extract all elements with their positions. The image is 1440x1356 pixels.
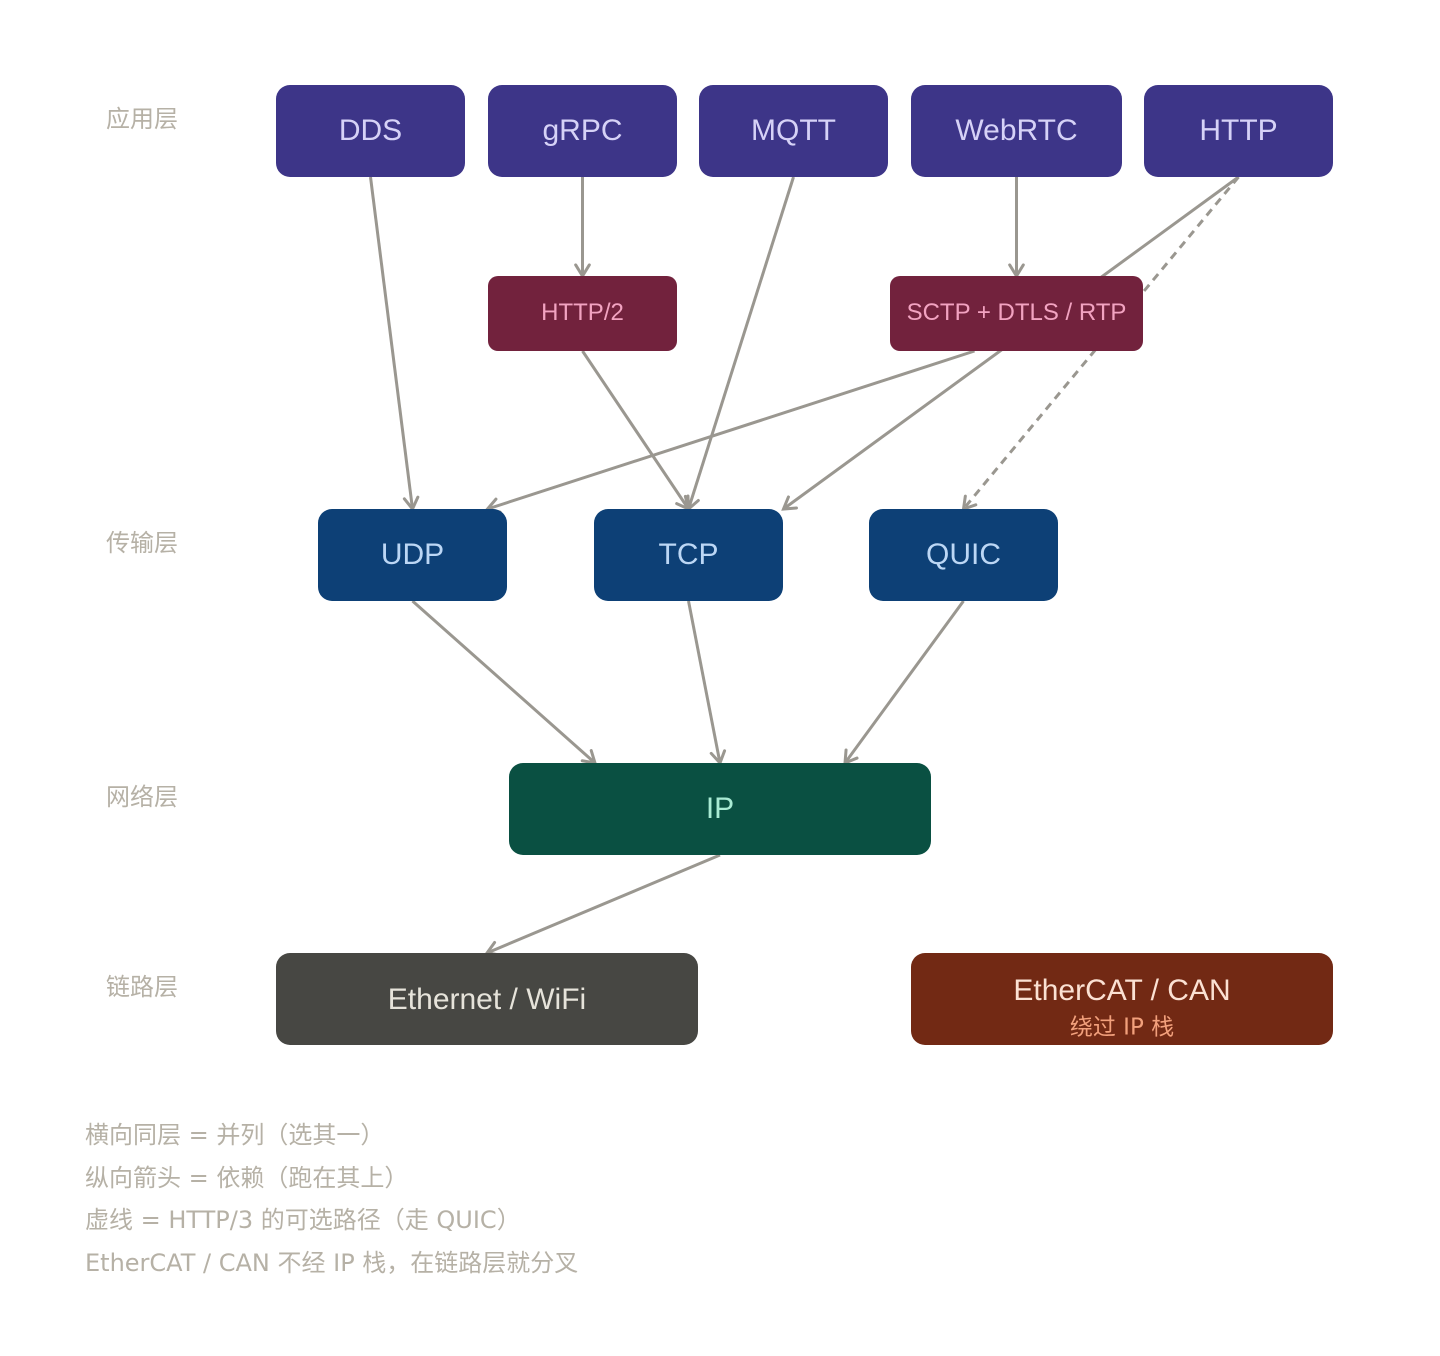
node-dds-label: DDS: [339, 114, 402, 147]
node-webrtc-box: [911, 85, 1122, 177]
edge-http2-to-tcp: [581, 350, 690, 510]
layer-label-transport: 传输层: [106, 529, 178, 557]
node-grpc-box: [488, 85, 677, 177]
node-http2: HTTP/2: [488, 276, 677, 351]
node-sctp-label: SCTP + DTLS / RTP: [907, 299, 1127, 326]
edge-sctp-to-udp: [487, 349, 975, 511]
node-ethercat-label: EtherCAT / CAN: [1013, 974, 1230, 1007]
layer-label-network: 网络层: [106, 783, 178, 811]
node-ethernet: Ethernet / WiFi: [276, 953, 698, 1045]
node-grpc: gRPC: [488, 85, 677, 177]
node-mqtt-box: [699, 85, 888, 177]
node-mqtt-label: MQTT: [751, 114, 836, 147]
layer-label-link: 链路层: [106, 973, 178, 1001]
edge-mqtt-to-tcp: [687, 176, 795, 510]
node-http2-box: [488, 276, 677, 351]
node-ip: IP: [509, 763, 931, 855]
node-tcp: TCP: [594, 509, 783, 601]
node-http: HTTP: [1144, 85, 1333, 177]
node-ethercat-sublabel: 绕过 IP 栈: [1070, 1015, 1174, 1041]
edge-dds-to-udp: [369, 176, 414, 510]
node-webrtc-label: WebRTC: [955, 114, 1077, 147]
legend: 横向同层 = 并列（选其一） 纵向箭头 = 依赖（跑在其上） 虚线 = HTTP…: [85, 1114, 985, 1284]
node-ip-label: IP: [706, 792, 734, 825]
node-quic-box: [869, 509, 1058, 601]
edge-ip-to-ethernet: [486, 853, 721, 955]
legend-line-vertical: 纵向箭头 = 依赖（跑在其上）: [85, 1163, 409, 1192]
edge-tcp-to-ip: [687, 600, 722, 764]
node-mqtt: MQTT: [699, 85, 888, 177]
legend-line-dashed: 虚线 = HTTP/3 的可选路径（走 QUIC）: [85, 1206, 521, 1234]
node-tcp-label: TCP: [659, 538, 719, 571]
node-tcp-box: [594, 509, 783, 601]
node-ethercat: EtherCAT / CAN 绕过 IP 栈: [911, 953, 1333, 1045]
node-http-box: [1144, 85, 1333, 177]
edge-udp-to-ip: [411, 599, 596, 765]
node-udp: UDP: [318, 509, 507, 601]
node-ethernet-box: [276, 953, 698, 1045]
node-ip-box: [509, 763, 931, 855]
node-http-label: HTTP: [1199, 114, 1277, 147]
node-dds-box: [276, 85, 465, 177]
node-ethercat-box: [911, 953, 1333, 1045]
legend-line-ethercat: EtherCAT / CAN 不经 IP 栈，在链路层就分叉: [85, 1248, 579, 1277]
node-udp-label: UDP: [381, 538, 444, 571]
legend-line-horizontal: 横向同层 = 并列（选其一）: [85, 1121, 385, 1149]
node-quic: QUIC: [869, 509, 1058, 601]
node-grpc-label: gRPC: [542, 114, 622, 147]
node-http2-label: HTTP/2: [541, 299, 624, 326]
layer-label-app: 应用层: [106, 105, 178, 133]
node-dds: DDS: [276, 85, 465, 177]
node-sctp-box: [890, 276, 1143, 351]
edge-http-to-tcp-arrowhead: [781, 495, 798, 511]
node-webrtc: WebRTC: [911, 85, 1122, 177]
edge-quic-to-ip: [843, 600, 965, 764]
node-quic-label: QUIC: [926, 538, 1001, 571]
node-sctp: SCTP + DTLS / RTP: [890, 276, 1143, 351]
node-ethernet-label: Ethernet / WiFi: [388, 983, 586, 1016]
node-udp-box: [318, 509, 507, 601]
